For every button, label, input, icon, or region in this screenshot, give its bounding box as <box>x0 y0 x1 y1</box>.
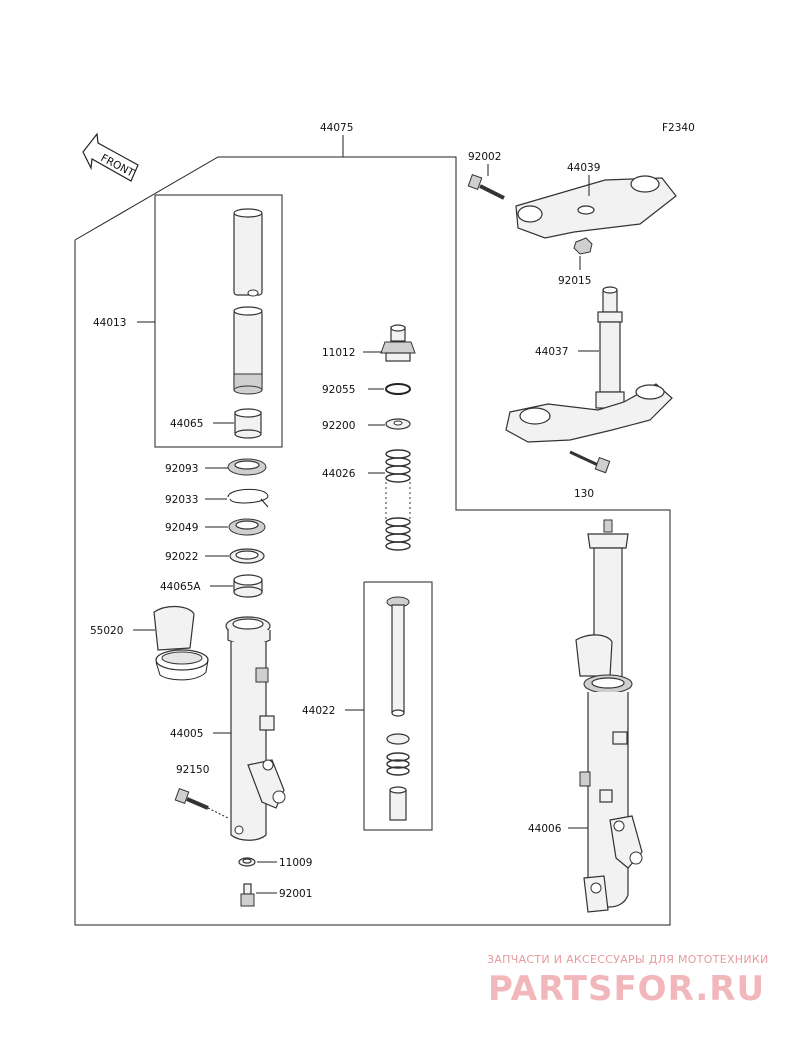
gasket-11009-part <box>238 857 256 867</box>
figure-code: F2340 <box>662 122 695 134</box>
inner-tube-part <box>233 208 263 395</box>
bolt-92001-part <box>240 883 255 907</box>
outer-tube-44005-part <box>225 616 286 841</box>
part-label-44065A: 44065A <box>160 581 201 593</box>
part-label-92002: 92002 <box>468 151 501 163</box>
part-label-130: 130 <box>574 488 594 500</box>
oil-seal-92049-part <box>228 518 266 536</box>
cap-bolt-11012-part <box>380 324 416 362</box>
bushing-44065A-part <box>233 574 263 598</box>
part-label-44037: 44037 <box>535 346 568 358</box>
part-label-92022: 92022 <box>165 551 198 563</box>
bolt-130-part <box>569 450 611 474</box>
part-label-11009: 11009 <box>279 857 312 869</box>
part-label-92093: 92093 <box>165 463 198 475</box>
part-label-44006: 44006 <box>528 823 562 835</box>
part-label-44005: 44005 <box>170 728 203 740</box>
upper-bracket-44039-part <box>515 175 677 239</box>
part-label-92049: 92049 <box>165 522 198 534</box>
part-label-44013: 44013 <box>93 317 126 329</box>
fork-protector-55020-part <box>153 605 209 681</box>
watermark-logo: ЗАПЧАСТИ И АКСЕССУАРЫ ДЛЯ МОТОТЕХНИКИ PA… <box>487 953 769 1009</box>
watermark-brand: PARTSFOR.RU <box>488 969 765 1009</box>
bolt-92002-part <box>467 174 505 200</box>
retaining-ring-92033-part <box>227 488 269 508</box>
part-label-92033: 92033 <box>165 494 198 506</box>
dust-seal-92093-part <box>227 458 267 476</box>
assembly-outline-44075 <box>74 135 671 926</box>
part-label-55020: 55020 <box>90 625 123 637</box>
part-label-92150: 92150 <box>176 764 209 776</box>
part-label-44075: 44075 <box>320 122 353 134</box>
watermark-tagline: ЗАПЧАСТИ И АКСЕССУАРЫ ДЛЯ МОТОТЕХНИКИ <box>487 953 769 966</box>
nut-92015-part <box>573 237 593 255</box>
part-label-11012: 11012 <box>322 347 355 359</box>
washer-92022-part <box>229 548 265 564</box>
o-ring-92055-part <box>385 383 411 395</box>
fork-assembly-44006-part <box>575 519 643 913</box>
washer-92200-part <box>385 418 411 430</box>
part-label-44022: 44022 <box>302 705 335 717</box>
bushing-44065-part <box>234 408 262 439</box>
part-label-92001: 92001 <box>279 888 312 900</box>
part-label-44026: 44026 <box>322 468 356 480</box>
front-arrow-icon: FRONT <box>82 132 139 182</box>
part-label-92055: 92055 <box>322 384 355 396</box>
spring-44026-part <box>385 449 411 551</box>
part-label-44039: 44039 <box>567 162 600 174</box>
stem-44037-part <box>505 286 673 443</box>
part-label-44065: 44065 <box>170 418 203 430</box>
bolt-92150-part <box>174 788 229 819</box>
part-label-92200: 92200 <box>322 420 355 432</box>
part-label-92015: 92015 <box>558 275 591 287</box>
damper-rod-44022-part <box>386 596 410 821</box>
assembly-outline-44022 <box>363 581 433 831</box>
assembly-outline-44013 <box>154 194 283 448</box>
